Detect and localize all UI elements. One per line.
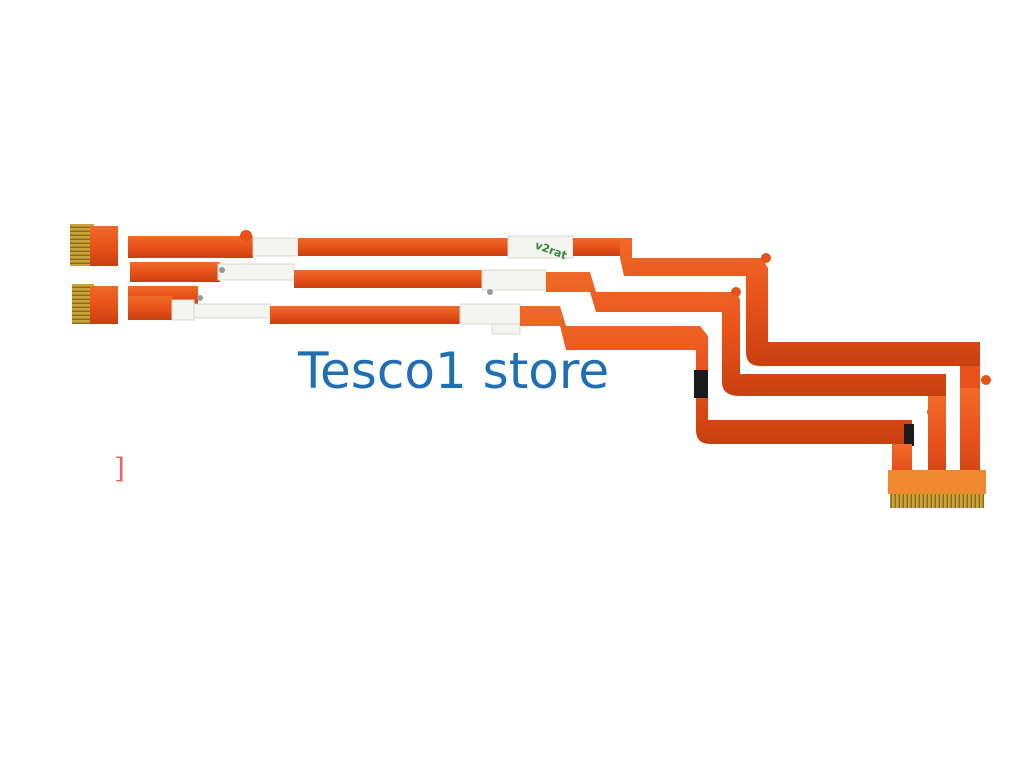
store-watermark: Tesco1 store (298, 342, 610, 400)
flex-cable-end-connector (888, 470, 986, 508)
stray-bracket-mark: ] (114, 452, 125, 485)
flex-cable-top (70, 224, 991, 490)
flex-cable-bottom (128, 295, 914, 490)
